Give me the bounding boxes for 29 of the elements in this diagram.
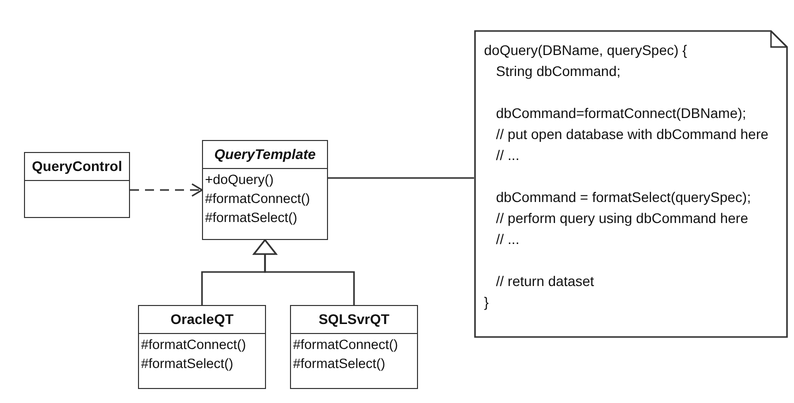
dependency-arrow xyxy=(130,183,203,197)
class-name: QueryControl xyxy=(32,157,122,176)
code-line: // perform query using dbCommand here xyxy=(496,209,748,228)
class-member: #formatConnect() xyxy=(293,336,398,354)
code-line: } xyxy=(484,293,489,312)
class-member: #formatSelect() xyxy=(141,355,234,373)
code-line: // ... xyxy=(496,230,520,249)
code-line: doQuery(DBName, querySpec) { xyxy=(484,41,688,60)
class-member: +doQuery() xyxy=(205,171,274,189)
code-line: dbCommand = formatSelect(querySpec); xyxy=(496,188,751,207)
code-line: // return dataset xyxy=(496,272,594,291)
class-name: SQLSvrQT xyxy=(318,310,390,329)
class-box xyxy=(290,305,418,389)
class-name: OracleQT xyxy=(170,310,234,329)
class-member: #formatConnect() xyxy=(141,336,246,354)
generalization-arrow xyxy=(253,239,355,305)
code-line: dbCommand=formatConnect(DBName); xyxy=(496,104,746,123)
class-box xyxy=(138,305,266,389)
connector-line xyxy=(328,177,474,179)
class-member: #formatConnect() xyxy=(205,190,310,208)
class-box xyxy=(24,152,130,218)
class-name: QueryTemplate xyxy=(214,145,316,164)
class-box xyxy=(202,140,328,240)
class-member: #formatSelect() xyxy=(205,209,298,227)
code-line: // ... xyxy=(496,146,520,165)
note-box xyxy=(474,30,788,338)
code-line: // put open database with dbCommand here xyxy=(496,125,768,144)
class-member: #formatSelect() xyxy=(293,355,386,373)
code-line: String dbCommand; xyxy=(496,62,621,81)
